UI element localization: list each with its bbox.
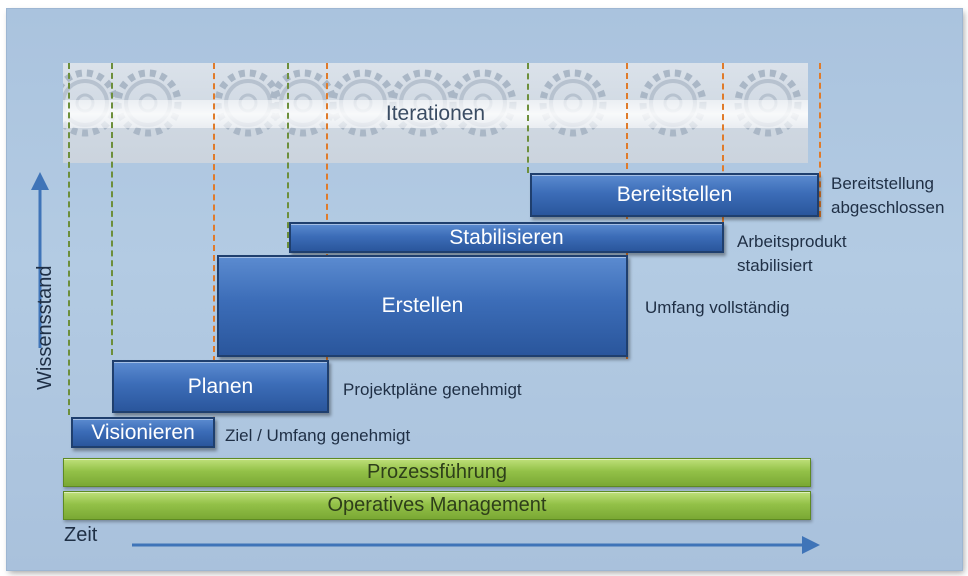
phase-stabilisieren-label: Stabilisieren [449, 226, 564, 249]
phase-erstellen: Erstellen [217, 255, 628, 357]
phase-divider [287, 63, 289, 248]
milestone-bereitstellung: Bereitstellung abgeschlossen [831, 172, 944, 220]
phase-divider [527, 63, 529, 173]
milestone-arbeitsprodukt-line1: Arbeitsprodukt [737, 232, 847, 251]
x-axis-label: Zeit [64, 524, 98, 546]
milestone-ziel: Ziel / Umfang genehmigt [225, 426, 411, 445]
milestone-umfang: Umfang vollständig [645, 298, 790, 317]
y-axis-label: Wissensstand [34, 265, 56, 391]
phase-divider [68, 63, 70, 415]
x-axis-arrow [132, 536, 820, 554]
phase-visionieren: Visionieren [71, 417, 215, 448]
milestone-bereitstellung-line1: Bereitstellung [831, 174, 935, 193]
phase-divider [819, 63, 821, 217]
phase-divider [111, 63, 113, 355]
phase-visionieren-label: Visionieren [91, 421, 195, 444]
phase-planen: Planen [112, 360, 329, 413]
iterations-label: Iterationen [63, 100, 808, 128]
milestone-arbeitsprodukt: Arbeitsprodukt stabilisiert [737, 230, 847, 278]
bar-prozessfuehrung: Prozessführung [63, 458, 811, 487]
phase-bereitstellen-label: Bereitstellen [616, 183, 733, 206]
phase-erstellen-label: Erstellen [381, 294, 464, 317]
milestone-projektplaene: Projektpläne genehmigt [343, 380, 522, 399]
phase-stabilisieren: Stabilisieren [289, 222, 724, 253]
y-axis-arrow [31, 172, 49, 348]
milestone-bereitstellung-line2: abgeschlossen [831, 198, 945, 217]
phase-divider [213, 63, 215, 443]
bar-operatives-management: Operatives Management [63, 491, 811, 520]
milestone-arbeitsprodukt-line2: stabilisiert [737, 256, 813, 275]
phase-planen-label: Planen [187, 375, 254, 398]
phase-divider [722, 63, 724, 253]
phase-bereitstellen: Bereitstellen [530, 173, 819, 217]
